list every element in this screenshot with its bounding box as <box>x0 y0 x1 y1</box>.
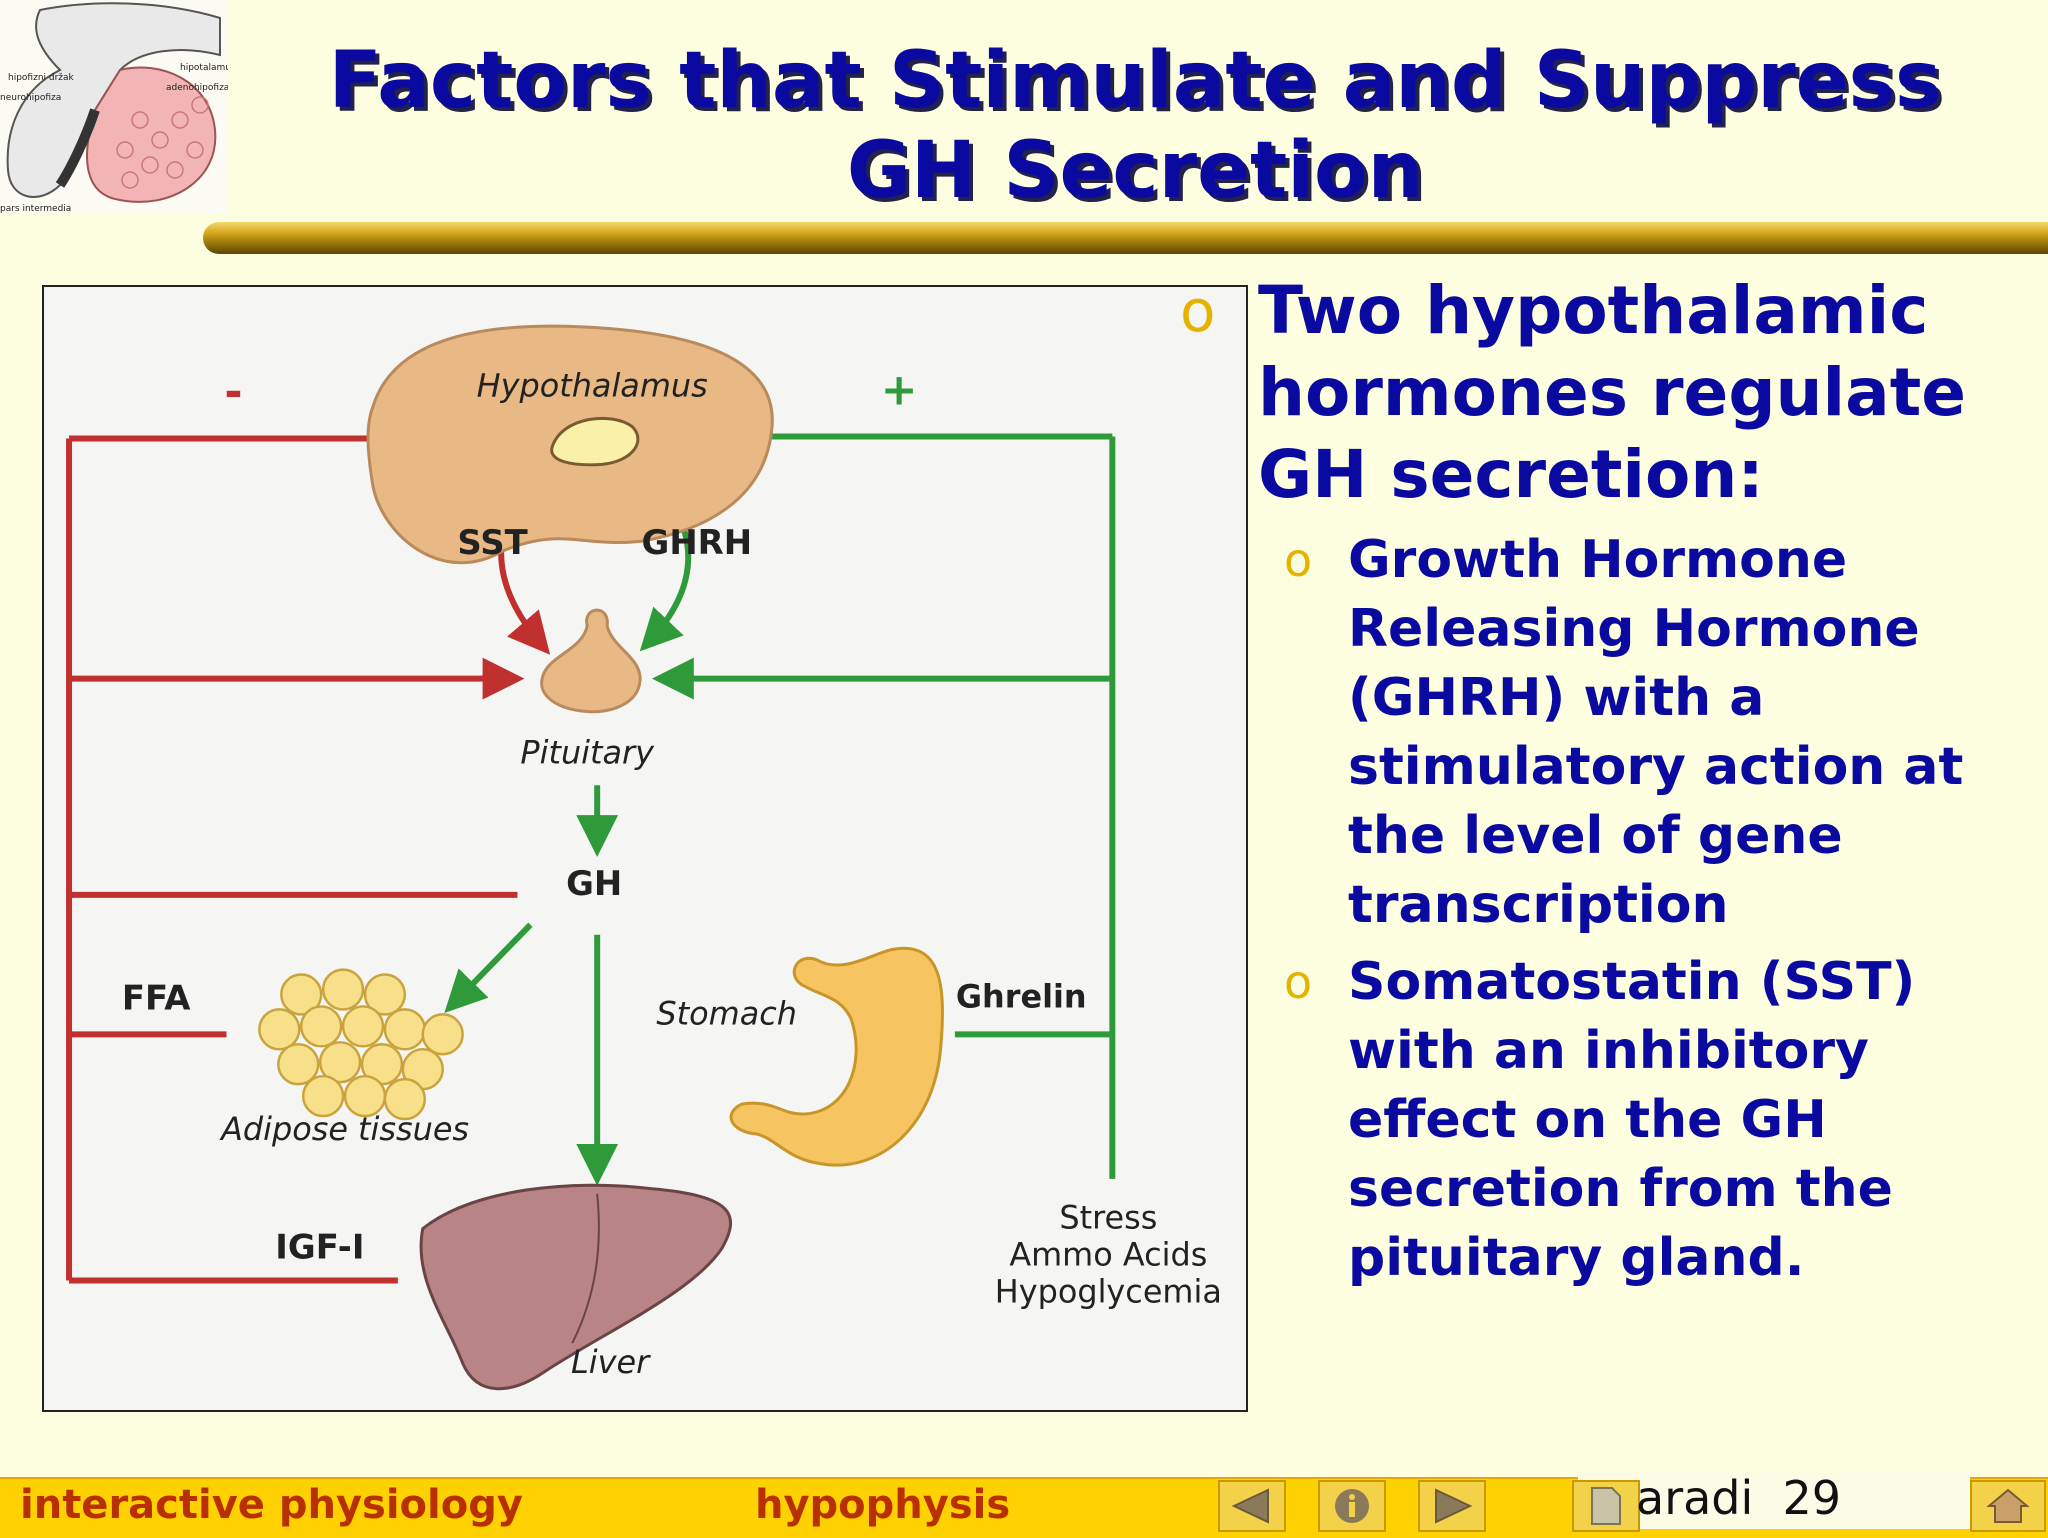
adipose-label: Adipose tissues <box>219 1110 469 1148</box>
gh-to-adipose-arrow <box>444 922 533 1014</box>
sst-label: SST <box>457 523 527 562</box>
pituitary-anatomy-thumbnail: hipofizni držak hipotalamus neurohipofiz… <box>0 0 236 214</box>
label-hipotalamus: hipotalamus <box>180 63 228 73</box>
document-icon <box>1591 1487 1621 1525</box>
home-button[interactable] <box>1970 1480 2046 1532</box>
inhibit-sign: - <box>224 367 242 418</box>
hypoglycemia-label: Hypoglycemia <box>995 1272 1222 1310</box>
next-slide-button[interactable] <box>1418 1480 1486 1532</box>
gh-regulation-diagram: - + Hypothalamus SST GHRH Pituitary GH F… <box>42 285 1248 1412</box>
bullet-list: o Two hypothalamic hormones regulate GH … <box>1180 270 2035 1301</box>
igf-label: IGF-I <box>275 1228 364 1267</box>
label-hipofizni-drzak: hipofizni držak <box>8 73 75 83</box>
adipose-cells <box>258 968 464 1121</box>
sub-bullet-ghrh: o Growth Hormone Releasing Hormone (GHRH… <box>1180 526 2035 940</box>
main-bullet-text: Two hypothalamic hormones regulate GH se… <box>1258 272 1967 513</box>
slide-title: Factors that Stimulate and Suppress GH S… <box>240 36 2030 216</box>
page-number: aradi 29 <box>1636 1471 1842 1525</box>
document-button[interactable] <box>1572 1480 1640 1532</box>
gh-label: GH <box>566 864 622 903</box>
liver-label: Liver <box>571 1343 651 1381</box>
title-underline-bar <box>203 222 2048 254</box>
sub-bullet-list: o Growth Hormone Releasing Hormone (GHRH… <box>1180 526 2035 1293</box>
title-line-2: GH Secretion <box>846 126 1424 216</box>
ghrelin-label: Ghrelin <box>956 977 1087 1015</box>
info-icon <box>1335 1489 1369 1523</box>
sub-bullet-sst-text: Somatostatin (SST) with an inhibitory ef… <box>1348 952 1916 1288</box>
hypothalamus-nucleus <box>550 416 640 467</box>
bullet-marker-icon: o <box>1284 533 1313 587</box>
prev-arrow-icon <box>1231 1488 1269 1524</box>
ffa-label: FFA <box>122 978 191 1017</box>
title-line-1: Factors that Stimulate and Suppress <box>328 36 1942 126</box>
footer-course-title[interactable]: interactive physiology <box>20 1482 523 1528</box>
gh-regulation-svg: - + Hypothalamus SST GHRH Pituitary GH F… <box>66 324 1222 1391</box>
stimulate-sign: + <box>881 365 918 416</box>
home-icon <box>1986 1488 2030 1523</box>
bullet-marker-icon: o <box>1180 277 1216 345</box>
label-neurohipofiza: neurohipofiza <box>0 93 61 103</box>
hypothalamus-label: Hypothalamus <box>477 367 708 405</box>
bullet-marker-icon: o <box>1284 955 1313 1009</box>
prev-slide-button[interactable] <box>1218 1480 1286 1532</box>
sub-bullet-sst: o Somatostatin (SST) with an inhibitory … <box>1180 948 2035 1293</box>
footer-section-title[interactable]: hypophysis <box>755 1482 1011 1528</box>
stomach-label: Stomach <box>656 994 797 1032</box>
stress-label: Stress <box>1059 1199 1157 1237</box>
label-pars-intermedia: pars intermedia <box>0 204 71 214</box>
ghrh-label: GHRH <box>642 523 753 562</box>
label-adenohipofiza: adenohipofiza <box>166 83 228 93</box>
amino-acids-label: Ammo Acids <box>1009 1236 1207 1274</box>
stomach-shape <box>729 946 944 1167</box>
next-arrow-icon <box>1435 1488 1473 1524</box>
liver-lobe-line <box>571 1193 600 1344</box>
pituitary-shape <box>540 608 642 714</box>
main-bullet: o Two hypothalamic hormones regulate GH … <box>1180 270 2035 516</box>
sub-bullet-ghrh-text: Growth Hormone Releasing Hormone (GHRH) … <box>1348 530 1964 935</box>
info-button[interactable] <box>1318 1480 1386 1532</box>
page-indicator-box <box>1578 1473 1970 1529</box>
liver-shape <box>419 1183 732 1391</box>
pituitary-label: Pituitary <box>520 733 655 771</box>
